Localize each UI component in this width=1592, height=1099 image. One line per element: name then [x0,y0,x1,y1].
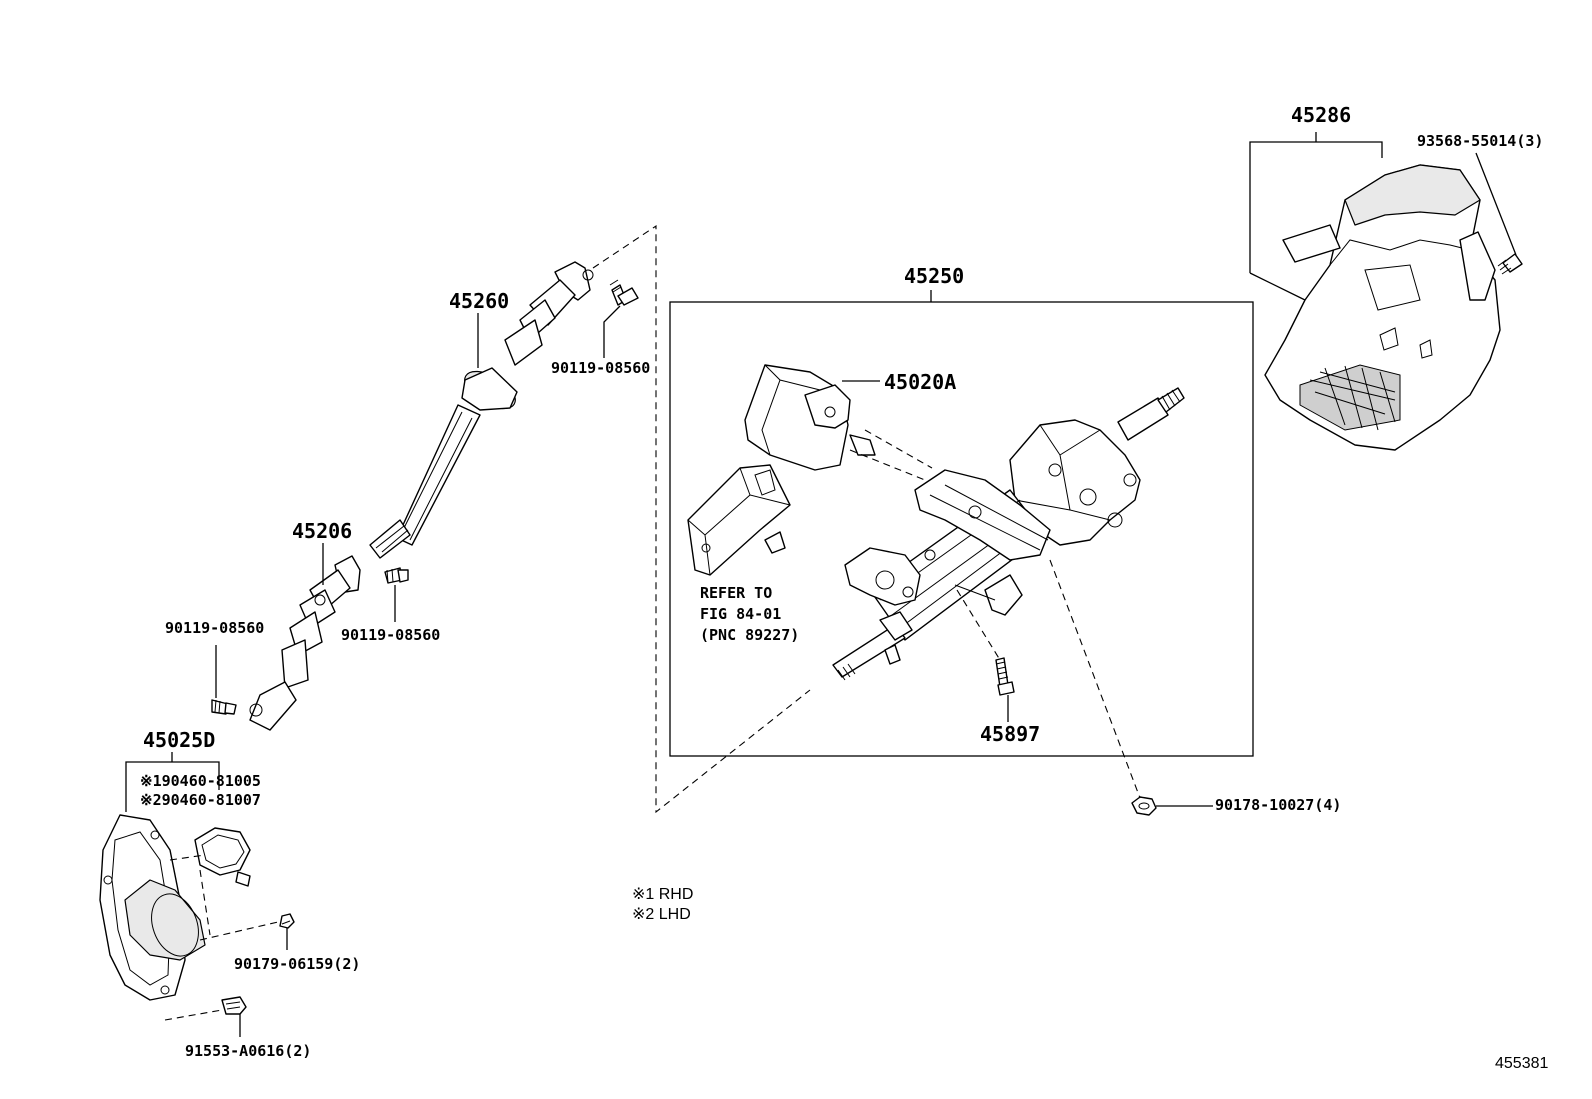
dash-90179 [199,921,279,941]
refer-line-1[interactable]: REFER TO [700,584,773,602]
hole-cover-45025d[interactable] [99,814,251,1001]
bolt-91553[interactable] [221,996,247,1015]
nut-90178[interactable] [1131,796,1157,816]
label-45897[interactable]: 45897 [980,722,1041,746]
nut-90179[interactable] [279,913,295,929]
dash-assembly-outline [592,224,811,814]
sliding-yoke-45206[interactable] [249,555,361,731]
dash-90178 [1049,559,1141,799]
label-90119-top[interactable]: 90119-08560 [551,359,651,377]
refer-line-3[interactable]: (PNC 89227) [700,626,800,644]
leader-90119-top [603,305,621,358]
label-45286[interactable]: 45286 [1291,103,1352,127]
note-lhd: ※2 LHD [632,906,691,923]
refer-line-2[interactable]: FIG 84-01 [700,605,782,623]
module-89227[interactable] [687,464,791,576]
label-90460-81005[interactable]: ※190460-81005 [140,772,261,790]
label-90119-left[interactable]: 90119-08560 [165,619,265,637]
column-cover-45286[interactable] [1264,164,1501,451]
label-45250[interactable]: 45250 [904,264,965,288]
dash-91553 [164,1009,223,1021]
dash-clamp [169,854,211,936]
bolt-90119-mid[interactable] [384,567,409,584]
dash-45020a [849,429,933,481]
switch-45020a[interactable] [744,364,876,471]
label-93568[interactable]: 93568-55014(3) [1417,132,1544,150]
intermediate-shaft-45260[interactable] [369,261,594,559]
label-91553[interactable]: 91553-A0616(2) [185,1042,312,1060]
label-90119-mid[interactable]: 90119-08560 [341,626,441,644]
screw-93568[interactable] [1497,253,1523,275]
bolt-90119-left[interactable] [211,699,237,715]
bolt-90119-top[interactable] [609,279,639,306]
bracket-45286 [1249,132,1383,301]
label-45020a[interactable]: 45020A [884,370,957,394]
leader-93568 [1475,152,1517,256]
label-90179[interactable]: 90179-06159(2) [234,955,361,973]
steering-column-45250[interactable] [832,387,1185,681]
label-90178[interactable]: 90178-10027(4) [1215,796,1342,814]
box-45250 [669,301,1254,757]
bolt-45897[interactable] [995,657,1015,696]
dash-45897 [956,589,1001,661]
note-rhd: ※1 RHD [632,886,694,903]
label-45206[interactable]: 45206 [292,519,353,543]
label-90460-81007[interactable]: ※290460-81007 [140,791,261,809]
label-45025d[interactable]: 45025D [143,728,216,752]
label-45260[interactable]: 45260 [449,289,510,313]
figure-code: 455381 [1495,1055,1549,1072]
